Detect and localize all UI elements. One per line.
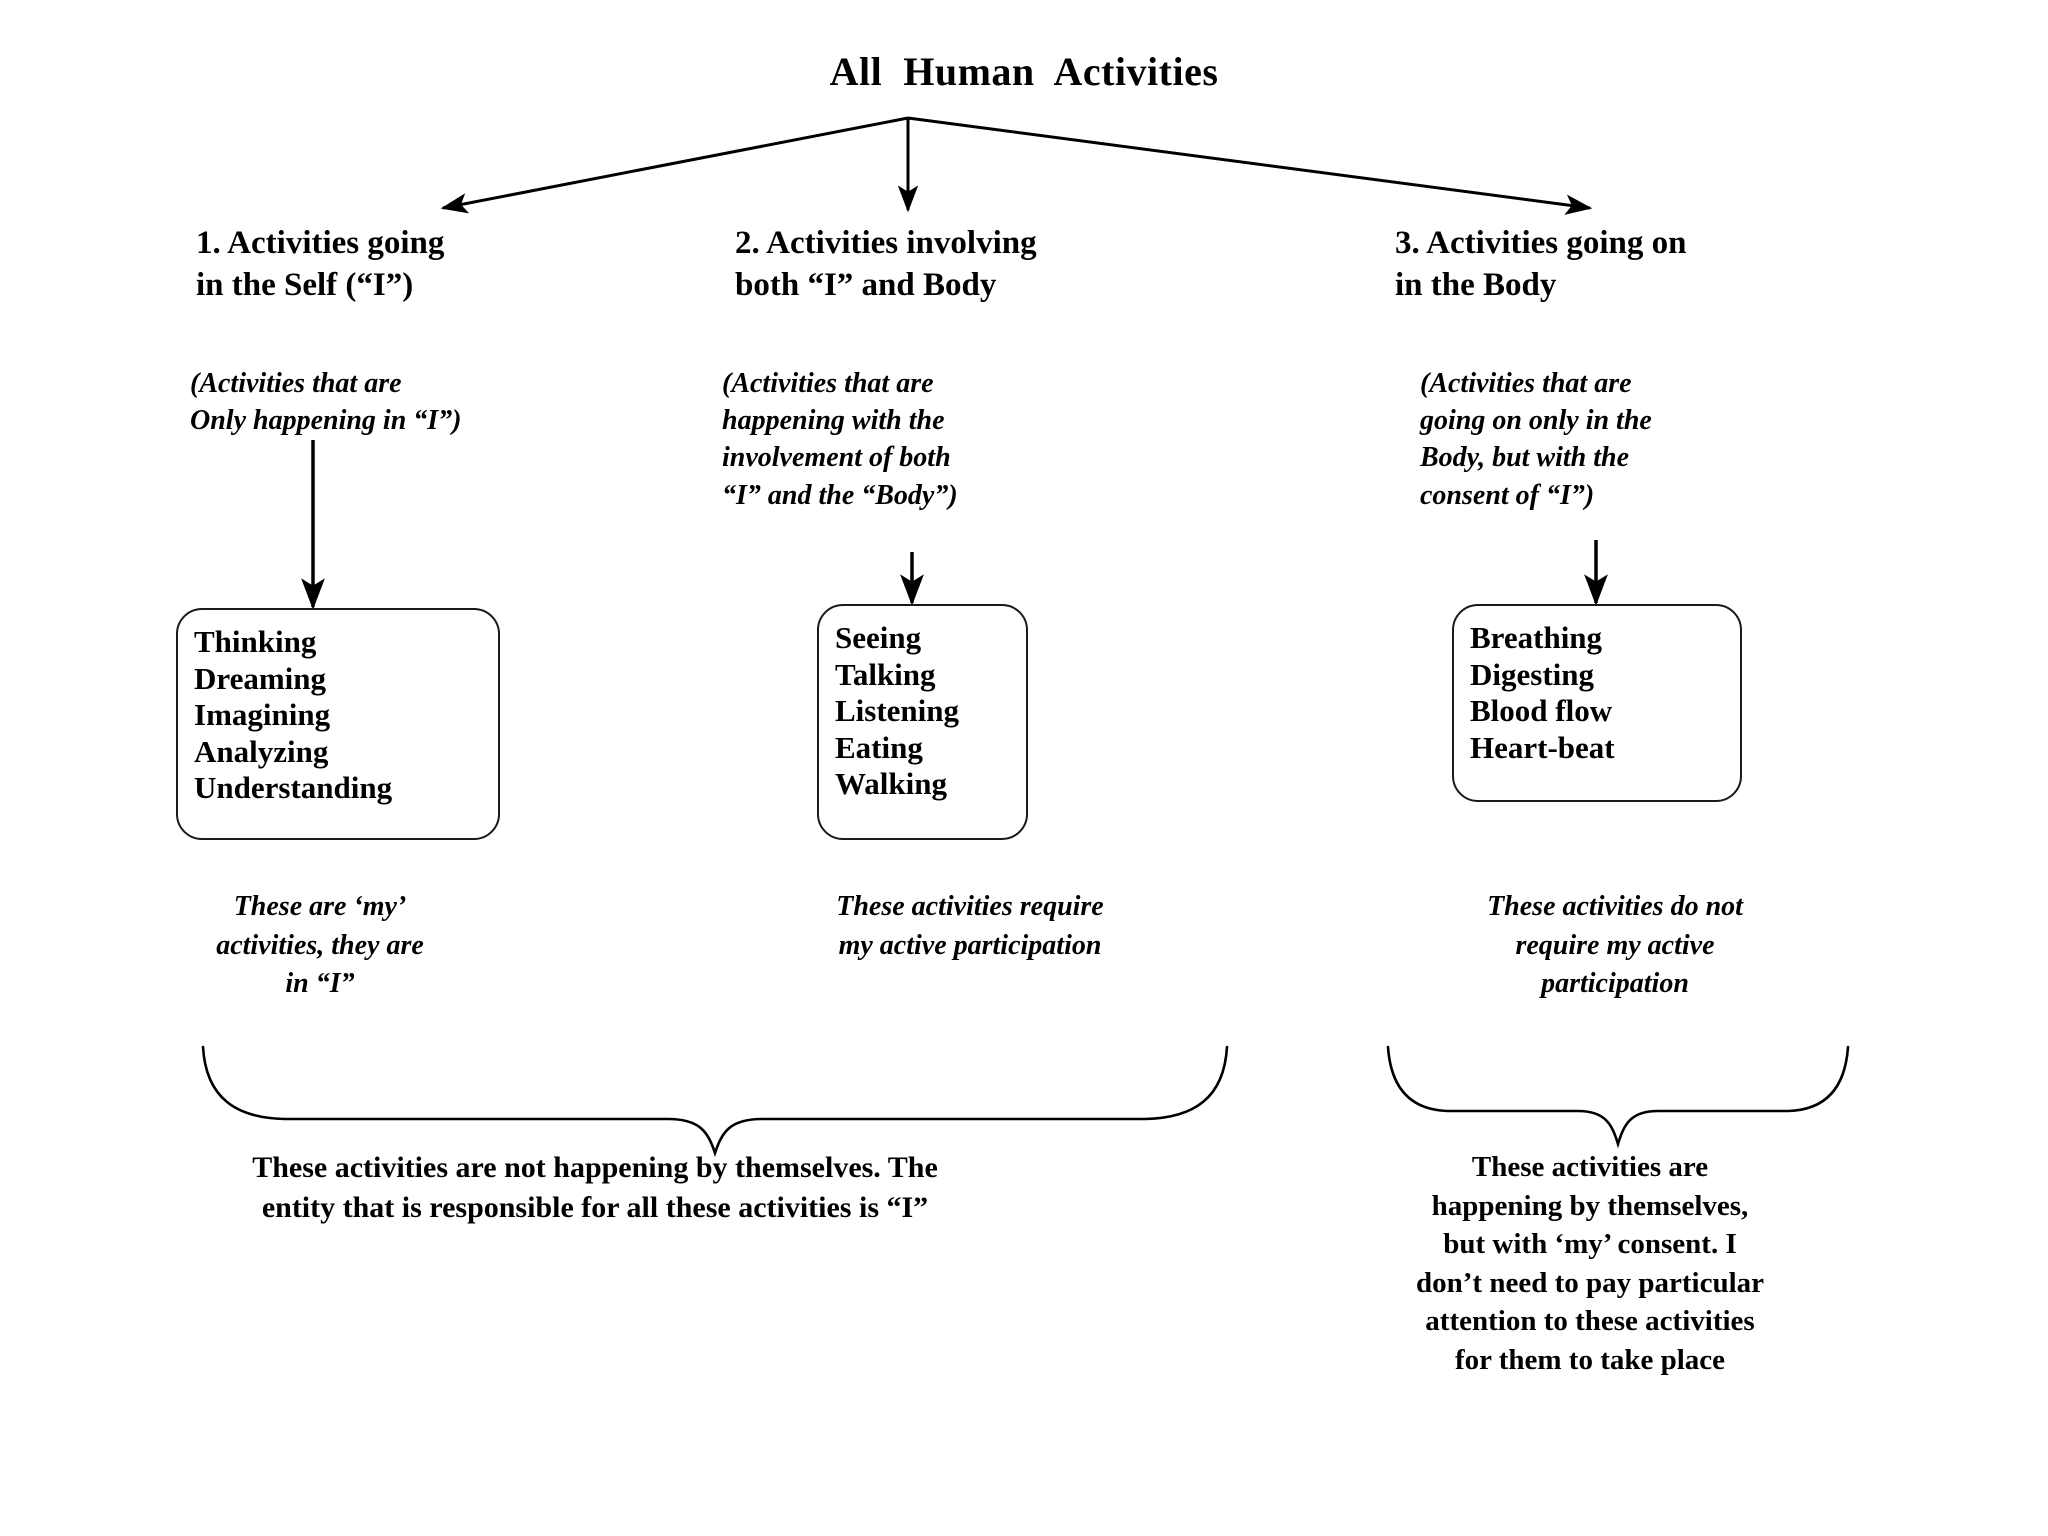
list-item: Walking — [835, 766, 947, 802]
list-item: Seeing — [835, 620, 922, 655]
conclusion-right: These activities are happening by themse… — [1416, 1151, 1764, 1376]
list-item: Imagining — [194, 697, 331, 733]
list-item: Digesting — [1470, 656, 1594, 692]
activity-box-self-and-body: Seeing Talking Listening Eating Walking — [817, 604, 1028, 840]
column-caption-body: These activities do not require my activ… — [1487, 891, 1743, 1000]
list-item: Thinking — [194, 624, 317, 659]
column-heading-self: 1. Activities going in the Self (“I”) — [196, 225, 445, 304]
branch-arrows — [440, 116, 1593, 215]
activity-box-self: Thinking Dreaming Imagining Analyzing Un… — [176, 608, 500, 840]
list-item: Heart-beat — [1470, 729, 1615, 765]
column-descriptor-self-and-body: (Activities that are happening with the … — [722, 368, 958, 511]
braces — [201, 1045, 1850, 1158]
list-item: Listening — [835, 693, 960, 729]
list-item: Blood flow — [1470, 693, 1613, 729]
list-item: Dreaming — [194, 660, 327, 696]
brace-left-icon — [201, 1045, 1229, 1158]
list-item: Analyzing — [194, 733, 329, 769]
column-heading-body: 3. Activities going on in the Body — [1395, 225, 1687, 304]
list-item: Eating — [835, 729, 923, 765]
activity-list-self: Thinking Dreaming Imagining Analyzing Un… — [178, 610, 498, 821]
column-caption-self: These are ‘my’ activities, they are in “… — [216, 891, 424, 1000]
list-item: Understanding — [194, 770, 393, 806]
activity-list-body: Breathing Digesting Blood flow Heart-bea… — [1454, 606, 1740, 780]
activity-list-self-and-body: Seeing Talking Listening Eating Walking — [819, 606, 1026, 817]
branch-arrow-left-icon — [440, 116, 909, 214]
page-title: All Human Activities — [829, 49, 1219, 94]
column-heading-self-and-body: 2. Activities involving both “I” and Bod… — [735, 225, 1037, 304]
conclusion-left: These activities are not happening by th… — [252, 1151, 938, 1224]
activity-box-body: Breathing Digesting Blood flow Heart-bea… — [1452, 604, 1742, 802]
column-descriptor-body: (Activities that are going on only in th… — [1420, 368, 1652, 511]
branch-arrow-right-icon — [907, 116, 1593, 215]
column-descriptor-self: (Activities that are Only happening in “… — [190, 368, 462, 437]
list-item: Talking — [835, 656, 936, 692]
brace-right-icon — [1386, 1045, 1850, 1149]
column-caption-self-and-body: These activities require my active parti… — [836, 891, 1104, 961]
list-item: Breathing — [1470, 620, 1603, 655]
